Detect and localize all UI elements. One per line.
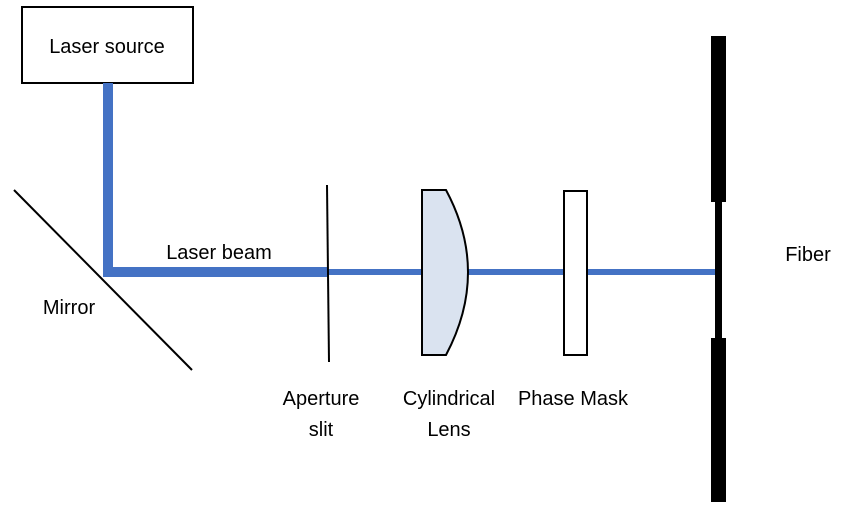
fiber-label: Fiber — [785, 244, 831, 266]
laser-source-label: Laser source — [49, 36, 165, 58]
fiber-lower-cladding — [711, 338, 726, 502]
aperture-slit-line — [326, 184, 330, 363]
cylindrical-lens-shape — [421, 189, 469, 356]
cylindrical-lens-label-line2: Lens — [427, 419, 470, 441]
laser-beam-label: Laser beam — [166, 242, 272, 264]
phase-mask-label: Phase Mask — [518, 388, 629, 410]
fiber-upper-cladding — [711, 36, 726, 202]
laser-beam — [103, 83, 716, 277]
mirror-label: Mirror — [43, 297, 96, 319]
fiber-core — [715, 200, 722, 340]
phase-mask-rect — [563, 190, 588, 356]
fiber — [711, 36, 726, 502]
aperture-slit-label-line1: Aperture — [283, 388, 360, 410]
cylindrical-lens-label-line1: Cylindrical — [403, 388, 495, 410]
aperture-slit-label-line2: slit — [309, 419, 334, 441]
mirror-line — [13, 189, 193, 371]
laser-source-box — [21, 6, 194, 84]
